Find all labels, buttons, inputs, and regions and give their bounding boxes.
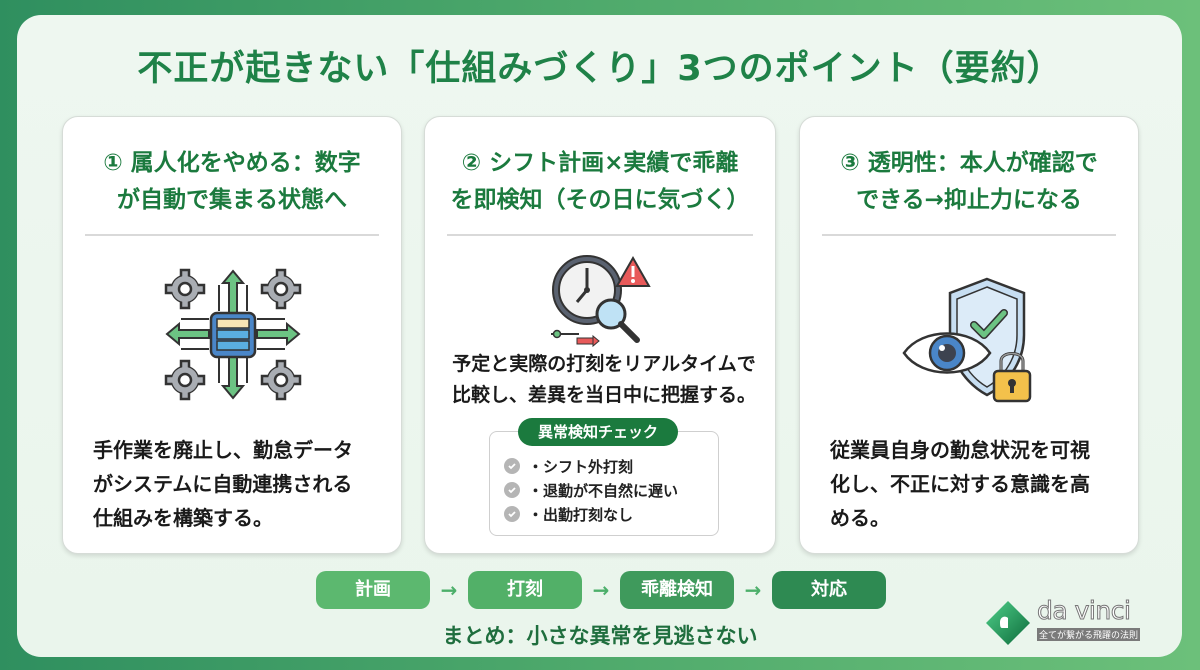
card-point-2: ② シフト計画×実績で乖離 を即検知（その日に気づく） 予定と実際の打刻をリアル… [424, 116, 776, 554]
diamond-logo-icon [986, 601, 1030, 645]
flow-step-detect: 乖離検知 [620, 571, 734, 609]
card-title-line: ① 属人化をやめる：数字 [103, 150, 361, 176]
flow-step-plan: 計画 [316, 571, 430, 609]
arrow-right-icon: → [440, 578, 458, 602]
divider [85, 234, 379, 236]
shield-eye-lock-icon [902, 275, 1042, 411]
summary-text: まとめ：小さな異常を見逃さない [442, 624, 758, 648]
card-title-line: ② シフト計画×実績で乖離 [461, 150, 739, 176]
checklist-item-text: ・退勤が不自然に遅い [528, 481, 679, 500]
body-line: 予定と実際の打刻をリアルタイムで [452, 353, 756, 375]
checklist-item-text: ・出勤打刻なし [528, 505, 634, 524]
check-icon [504, 506, 520, 522]
arrow-right-icon: → [744, 578, 762, 602]
body-line: 仕組みを構築する。 [93, 506, 273, 530]
card-title-line: できる→抑止力になる [856, 187, 1082, 213]
body-line: 比較し、差異を当日中に把握する。 [451, 384, 756, 406]
card-title: ③ 透明性：本人が確認で できる→抑止力になる [800, 145, 1138, 219]
logo: da vinci 全てが繋がる飛躍の法則 [985, 596, 1155, 646]
body-line: 従業員自身の勤怠状況を可視 [830, 438, 1090, 462]
card-title-line: ③ 透明性：本人が確認で [840, 150, 1098, 176]
clock-magnifier-warning-icon [549, 252, 653, 352]
divider [822, 234, 1116, 236]
flow-step-clock-in: 打刻 [468, 571, 582, 609]
page-title: 不正が起きない「仕組みづくり」3つのポイント（要約） [137, 49, 1063, 89]
card-description: 従業員自身の勤怠状況を可視 化し、不正に対する意識を高 める。 [830, 433, 1118, 535]
flow-step-respond: 対応 [772, 571, 886, 609]
check-icon [504, 458, 520, 474]
card-title-line: を即検知（その日に気づく） [450, 187, 750, 213]
logo-name: da vinci [1036, 596, 1131, 626]
card-title-line: が自動で集まる状態へ [117, 187, 347, 213]
body-line: 化し、不正に対する意識を高 [830, 472, 1090, 496]
arrow-right-icon: → [592, 578, 610, 602]
checklist-item: ・退勤が不自然に遅い [504, 478, 678, 502]
body-line: 手作業を廃止し、勤怠データ [93, 438, 353, 462]
card-point-1: ① 属人化をやめる：数字 が自動で集まる状態へ [62, 116, 402, 554]
checklist-item: ・シフト外打刻 [504, 454, 678, 478]
checklist-item-text: ・シフト外打刻 [528, 457, 634, 476]
body-line: める。 [830, 506, 890, 530]
anomaly-checklist: 異常検知チェック ・シフト外打刻 ・退勤が不自然に遅い ・出勤打刻なし [489, 418, 719, 536]
gears-server-network-icon [163, 267, 303, 406]
divider [447, 234, 753, 236]
checklist-item: ・出勤打刻なし [504, 502, 678, 526]
body-line: がシステムに自動連携される [93, 472, 353, 496]
logo-tagline: 全てが繋がる飛躍の法則 [1037, 628, 1141, 641]
checklist-label: 異常検知チェック [518, 418, 679, 446]
process-flow: 計画 → 打刻 → 乖離検知 → 対応 [316, 571, 886, 609]
card-point-3: ③ 透明性：本人が確認で できる→抑止力になる 従業員自身の勤怠状況を可視 化し… [799, 116, 1139, 554]
card-description: 手作業を廃止し、勤怠データ がシステムに自動連携される 仕組みを構築する。 [93, 433, 381, 535]
card-title: ① 属人化をやめる：数字 が自動で集まる状態へ [63, 145, 401, 219]
card-description: 予定と実際の打刻をリアルタイムで 比較し、差異を当日中に把握する。 [443, 349, 765, 411]
check-icon [504, 482, 520, 498]
card-title: ② シフト計画×実績で乖離 を即検知（その日に気づく） [425, 145, 775, 219]
